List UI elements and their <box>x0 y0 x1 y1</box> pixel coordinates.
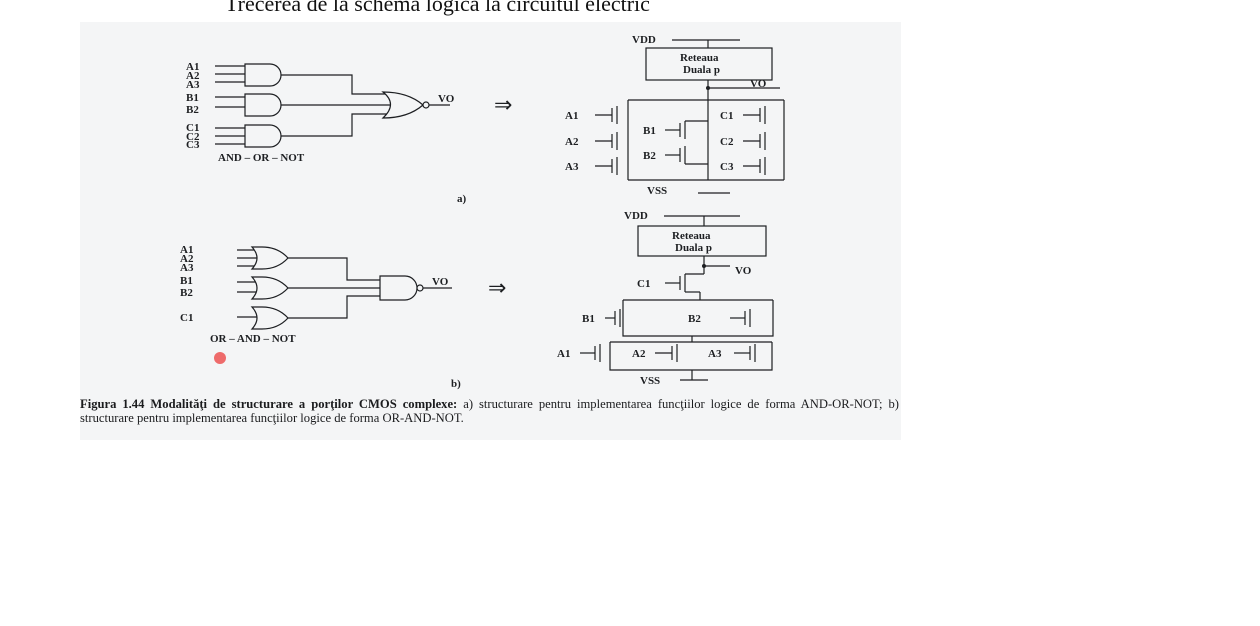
inverter-bubble <box>416 284 424 292</box>
input-label: A3 <box>186 79 200 91</box>
or-gate-2 <box>250 276 289 300</box>
transistor-column-b <box>665 120 708 165</box>
input-label: B2 <box>186 104 199 116</box>
input-label: C3 <box>186 139 200 151</box>
transistor-label: A3 <box>565 161 579 173</box>
dual-p-network-box <box>637 225 767 257</box>
logic-diagram-a: A1 A2 A3 B1 B2 C1 C2 C3 AND – OR – NOT V… <box>186 61 512 205</box>
vdd-label: VDD <box>624 210 648 222</box>
input-label: A2 <box>180 253 194 265</box>
slide-title: Trecerea de la schema logica la circuitu… <box>225 0 650 16</box>
output-label: VO <box>432 276 449 288</box>
network-label: Duala p <box>675 242 712 254</box>
input-label: B1 <box>180 275 193 287</box>
input-label: C1 <box>180 312 193 324</box>
cmos-diagram: A1 A2 A3 B1 B2 C1 C2 C3 AND – OR – NOT V… <box>180 34 785 390</box>
transistor-label: B2 <box>643 150 656 162</box>
or-gate-3 <box>250 306 289 330</box>
transistor-label: B1 <box>582 313 595 325</box>
output-label: VO <box>750 78 767 90</box>
transistor-column-a <box>595 106 618 175</box>
input-label: B1 <box>186 92 199 104</box>
output-label: VO <box>438 93 455 105</box>
laser-pointer-dot <box>214 352 226 364</box>
transistor-label: A3 <box>708 348 722 360</box>
transistor-label: C1 <box>720 110 733 122</box>
transistor-label: C1 <box>637 278 650 290</box>
transistor-a-triple <box>580 344 756 362</box>
vss-label: VSS <box>647 185 667 197</box>
nor-gate-a <box>381 91 424 119</box>
input-label: A3 <box>180 262 194 274</box>
transform-arrow-icon: ⇒ <box>488 275 506 300</box>
transistor-label: A1 <box>557 348 570 360</box>
caption-body: a) structurare pentru implementarea func… <box>80 397 899 425</box>
transistor-label: A2 <box>565 136 579 148</box>
vdd-label: VDD <box>632 34 656 46</box>
input-label: A1 <box>186 61 199 73</box>
transistor-label: C2 <box>720 136 734 148</box>
and-gate-3 <box>244 124 282 148</box>
input-label: C2 <box>186 131 200 143</box>
transistor-label: B2 <box>688 313 701 325</box>
transistor-label: C3 <box>720 161 734 173</box>
transistor-c1 <box>665 273 704 293</box>
dual-p-network-box <box>645 47 773 81</box>
cmos-circuit-a: VDD Reteaua Duala p VO A1 A2 A3 <box>565 34 785 197</box>
gate-type-label: OR – AND – NOT <box>210 333 296 345</box>
transform-arrow-icon: ⇒ <box>494 92 512 117</box>
or-gate-1 <box>250 246 289 270</box>
and-gate-1 <box>244 63 282 87</box>
network-label: Reteaua <box>672 230 711 242</box>
output-label: VO <box>735 265 752 277</box>
transistor-b-pair <box>605 309 751 327</box>
network-label: Reteaua <box>680 52 719 64</box>
logic-diagram-b: A1 A2 A3 B1 B2 C1 OR – AND – NOT VO ⇒ b) <box>180 244 506 390</box>
figure-caption: Figura 1.44 Modalităţi de structurare a … <box>80 397 899 425</box>
transistor-label: B1 <box>643 125 656 137</box>
vss-label: VSS <box>640 375 660 387</box>
input-label: B2 <box>180 287 193 299</box>
transistor-column-c <box>743 106 766 175</box>
inverter-bubble <box>422 101 430 109</box>
input-label: A1 <box>180 244 193 256</box>
network-label: Duala p <box>683 64 720 76</box>
input-label: A2 <box>186 70 200 82</box>
transistor-label: A1 <box>565 110 578 122</box>
input-label: C1 <box>186 122 199 134</box>
scanned-figure: A1 A2 A3 B1 B2 C1 C2 C3 AND – OR – NOT V… <box>80 22 901 440</box>
cmos-circuit-b: VDD Reteaua Duala p VO C1 <box>557 210 774 387</box>
and-gate-2 <box>244 93 282 117</box>
nand-gate-b <box>379 275 418 301</box>
transistor-label: A2 <box>632 348 646 360</box>
part-label: b) <box>451 378 461 390</box>
gate-type-label: AND – OR – NOT <box>218 152 305 164</box>
caption-heading: Figura 1.44 Modalităţi de structurare a … <box>80 397 458 411</box>
part-label: a) <box>457 193 467 205</box>
